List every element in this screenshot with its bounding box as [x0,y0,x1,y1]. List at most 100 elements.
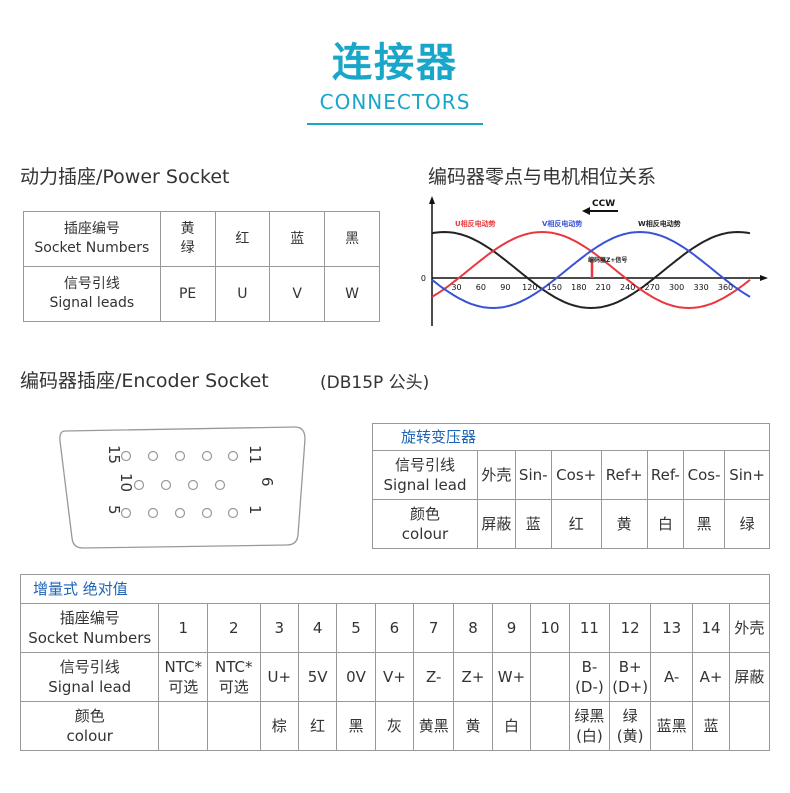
pin-hole [174,450,186,462]
cell-line: 黄 [465,716,481,735]
inc-colour-cell: 黄 [453,701,493,751]
label-cn: 颜色 [74,706,105,725]
pin-hole [201,507,213,519]
cell-line: NTC* [215,657,253,676]
resolver-cell: 红 [550,499,602,549]
inc-signal-cell: 0V [336,652,376,702]
pin-label-5: 5 [105,505,123,515]
resolver-cell: 外壳 [477,450,516,500]
inc-colour-cell [158,701,209,751]
x-tick-label: 60 [476,283,486,292]
resolver-cell: 黄 [600,499,648,549]
cell-line: B- [581,657,598,676]
inc-colour-cell [530,701,570,751]
label-cn: 信号引线 [59,657,120,676]
cell-line: U+ [267,667,292,686]
cell-line: 绿黑 [574,706,605,725]
inc-number-cell: 外壳 [728,603,771,653]
cell-line: 白 [504,716,520,735]
cell-line: B+ [618,657,642,676]
inc-signal-cell: NTC*可选 [207,652,261,702]
u-curve-label: U相反电动势 [455,219,496,228]
cell-line: 红 [310,716,326,735]
inc-colour-cell: 绿(黄) [609,701,652,751]
power-cell: 黑 [324,211,380,267]
label-en: Socket Numbers [28,629,152,647]
x-tick-label: 210 [596,283,611,292]
cell-line: Z+ [461,667,485,686]
inc-number-cell: 7 [413,603,455,653]
inc-signal-cell: B+ (D+) [609,652,652,702]
pin-label-1: 1 [246,505,264,515]
cell-line: 黑 [348,716,364,735]
encoder-socket-note: (DB15P 公头) [320,373,430,393]
cell-line: 黄黑 [418,716,449,735]
x-tick-label: 180 [571,283,586,292]
inc-number-cell: 12 [609,603,652,653]
x-tick-label: 360 [718,283,733,292]
resolver-table: 旋转变压器 信号引线 Signal lead 外壳 Sin- Cos+ Ref+… [372,423,770,549]
label-en: Signal leads [49,295,135,311]
power-socket-table: 插座编号 Socket Numbers 黄 绿 红 蓝 黑 信号引线 Signa… [23,211,380,322]
label-en: Socket Numbers [34,240,150,256]
power-row-label: 信号引线 Signal leads [23,266,161,322]
inc-number-cell: 8 [453,603,493,653]
pin-hole [133,479,145,491]
power-cell: W [324,266,380,322]
resolver-caption-row: 旋转变压器 [372,423,770,451]
resolver-cell: Ref+ [600,450,648,500]
inc-signal-cell: A+ [692,652,730,702]
inc-row-label: 信号引线 Signal lead [19,652,160,702]
inc-signal-cell: Z+ [453,652,493,702]
label-cn: 信号引线 [394,455,455,474]
y-axis-arrow [429,196,435,204]
resolver-colour-row: 颜色 colour 屏蔽 蓝 红 黄 白 黑 绿 [372,499,770,549]
cell-line: (D+) [612,678,649,696]
inc-colour-cell: 棕 [259,701,300,751]
origin-label: 0 [421,274,426,283]
pin-hole [147,507,159,519]
pin-label-10: 10 [117,473,135,492]
x-tick-label: 90 [500,283,510,292]
phase-chart-heading: 编码器零点与电机相位关系 [428,166,657,188]
inc-colour-cell: 红 [297,701,338,751]
inc-number-cell: 10 [530,603,570,653]
w-phase-curve [431,230,751,310]
inc-number-cell: 3 [259,603,300,653]
page-subtitle: CONNECTORS [319,90,471,114]
pin-hole [147,450,159,462]
resolver-cell: 蓝 [514,499,552,549]
z-signal-label: 编码器Z+信号 [588,256,627,264]
inc-number-cell: 13 [650,603,694,653]
x-tick-label: 330 [693,283,708,292]
inc-colour-cell [207,701,261,751]
resolver-cell: Sin+ [724,450,770,500]
inc-row-label: 插座编号 Socket Numbers [19,603,160,653]
power-cell: 蓝 [269,211,326,267]
cell-line: 蓝黑 [656,716,687,735]
x-tick-label: 150 [547,283,562,292]
pin-hole [174,507,186,519]
resolver-signal-row: 信号引线 Signal lead 外壳 Sin- Cos+ Ref+ Ref- … [372,450,770,500]
inc-number-cell: 11 [568,603,611,653]
inc-signal-cell: V+ [374,652,415,702]
encoder-socket-heading: 编码器插座/Encoder Socket [20,370,269,392]
power-row-label: 插座编号 Socket Numbers [23,211,161,267]
x-tick-label: 300 [669,283,684,292]
pin-label-11: 11 [246,445,264,464]
inc-signal-cell: U+ [259,652,300,702]
cell-line: 绿 [622,706,638,725]
v-phase-curve [431,230,751,310]
resolver-cell: 屏蔽 [477,499,516,549]
label-en: colour [66,727,113,745]
inc-colour-cell: 黄黑 [413,701,455,751]
cell-line: A+ [699,667,723,686]
page-title: 连接器 [332,40,458,86]
inc-signal-cell [530,652,570,702]
inc-colour-cell: 蓝 [692,701,730,751]
title-underline [307,123,483,125]
resolver-cell: 绿 [724,499,770,549]
x-tick-label: 240 [620,283,635,292]
